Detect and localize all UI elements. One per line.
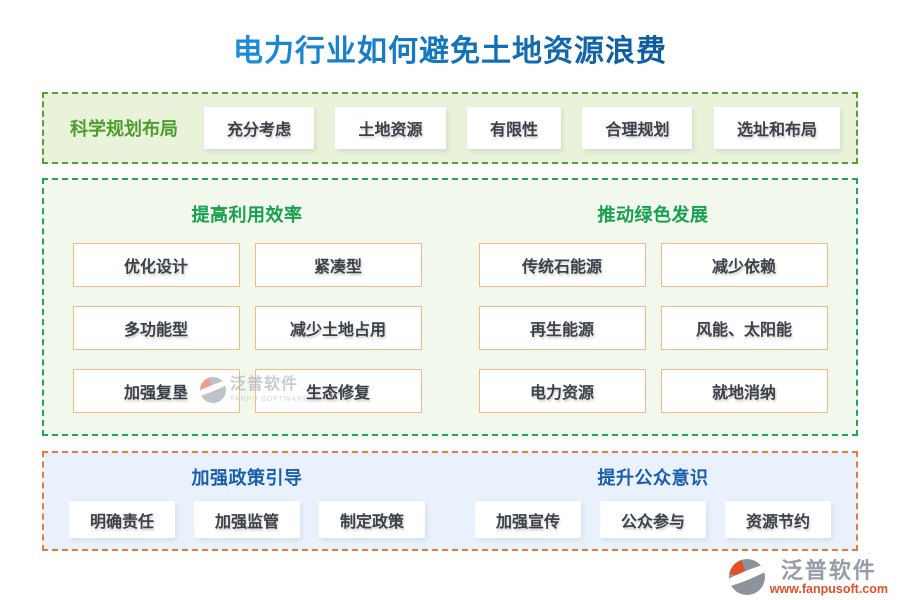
policy-group-guidance: 加强政策引导 明确责任 加强监管 制定政策	[44, 453, 450, 549]
fanpu-logo-icon	[200, 377, 226, 403]
planning-tag-2: 有限性	[466, 107, 561, 149]
title-wrap: 电力行业如何避免土地资源浪费	[0, 26, 900, 70]
planning-tag-4: 选址和布局	[713, 107, 840, 149]
footer-brand: 泛普软件 www.fanpusoft.com	[728, 557, 888, 596]
green-tag-2: 再生能源	[478, 306, 646, 350]
efficiency-tag-0: 优化设计	[72, 243, 240, 287]
efficiency-tag-1: 紧凑型	[254, 243, 422, 287]
measures-group-green-title: 推动绿色发展	[597, 205, 709, 225]
green-tag-3: 风能、太阳能	[660, 306, 828, 350]
awareness-tag-2: 资源节约	[725, 501, 832, 538]
section-planning: 科学规划布局 充分考虑 土地资源 有限性 合理规划 选址和布局	[42, 92, 858, 164]
policy-group-guidance-title: 加强政策引导	[191, 468, 303, 488]
section-planning-label: 科学规划布局	[70, 119, 178, 139]
measures-group-efficiency-tags: 优化设计 紧凑型 多功能型 减少土地占用 加强复垦 生态修复	[72, 243, 422, 413]
guidance-tag-2: 制定政策	[319, 501, 426, 538]
green-tag-4: 电力资源	[478, 369, 646, 413]
watermark-brand-sub: FANPU SOFTWARE	[230, 396, 309, 403]
measures-group-efficiency-title: 提高利用效率	[191, 205, 303, 225]
efficiency-tag-5: 生态修复	[254, 369, 422, 413]
green-tag-1: 减少依赖	[660, 243, 828, 287]
efficiency-tag-4: 加强复垦	[72, 369, 240, 413]
guidance-tag-1: 加强监管	[193, 501, 300, 538]
policy-group-awareness-tags: 加强宣传 公众参与 资源节约	[474, 501, 832, 538]
planning-tag-1: 土地资源	[335, 107, 446, 149]
footer-brand-name: 泛普软件	[780, 557, 877, 583]
measures-group-green: 推动绿色发展 传统石能源 减少依赖 再生能源 风能、太阳能 电力资源 就地消纳	[450, 180, 856, 434]
page-title: 电力行业如何避免土地资源浪费	[233, 26, 667, 70]
green-tag-5: 就地消纳	[660, 369, 828, 413]
awareness-tag-0: 加强宣传	[474, 501, 581, 538]
planning-tag-3: 合理规划	[582, 107, 693, 149]
section-policy: 加强政策引导 明确责任 加强监管 制定政策 提升公众意识 加强宣传 公众参与 资…	[42, 451, 858, 551]
watermark-brand: 泛普软件	[230, 376, 299, 393]
policy-group-awareness-title: 提升公众意识	[597, 468, 709, 488]
efficiency-tag-2: 多功能型	[72, 306, 240, 350]
policy-group-awareness: 提升公众意识 加强宣传 公众参与 资源节约	[450, 453, 856, 549]
footer-brand-url: www.fanpusoft.com	[769, 581, 888, 596]
measures-group-green-tags: 传统石能源 减少依赖 再生能源 风能、太阳能 电力资源 就地消纳	[478, 243, 828, 413]
section-measures: 提高利用效率 优化设计 紧凑型 多功能型 减少土地占用 加强复垦 生态修复 推动…	[42, 178, 858, 436]
watermark: 泛普软件 FANPU SOFTWARE	[200, 377, 309, 403]
efficiency-tag-3: 减少土地占用	[254, 306, 422, 350]
policy-group-guidance-tags: 明确责任 加强监管 制定政策	[68, 501, 426, 538]
section-planning-tags: 充分考虑 土地资源 有限性 合理规划 选址和布局	[204, 107, 840, 149]
awareness-tag-1: 公众参与	[599, 501, 706, 538]
guidance-tag-0: 明确责任	[68, 501, 175, 538]
planning-tag-0: 充分考虑	[204, 107, 315, 149]
fanpu-logo-icon	[728, 559, 765, 596]
green-tag-0: 传统石能源	[478, 243, 646, 287]
measures-group-efficiency: 提高利用效率 优化设计 紧凑型 多功能型 减少土地占用 加强复垦 生态修复	[44, 180, 450, 434]
